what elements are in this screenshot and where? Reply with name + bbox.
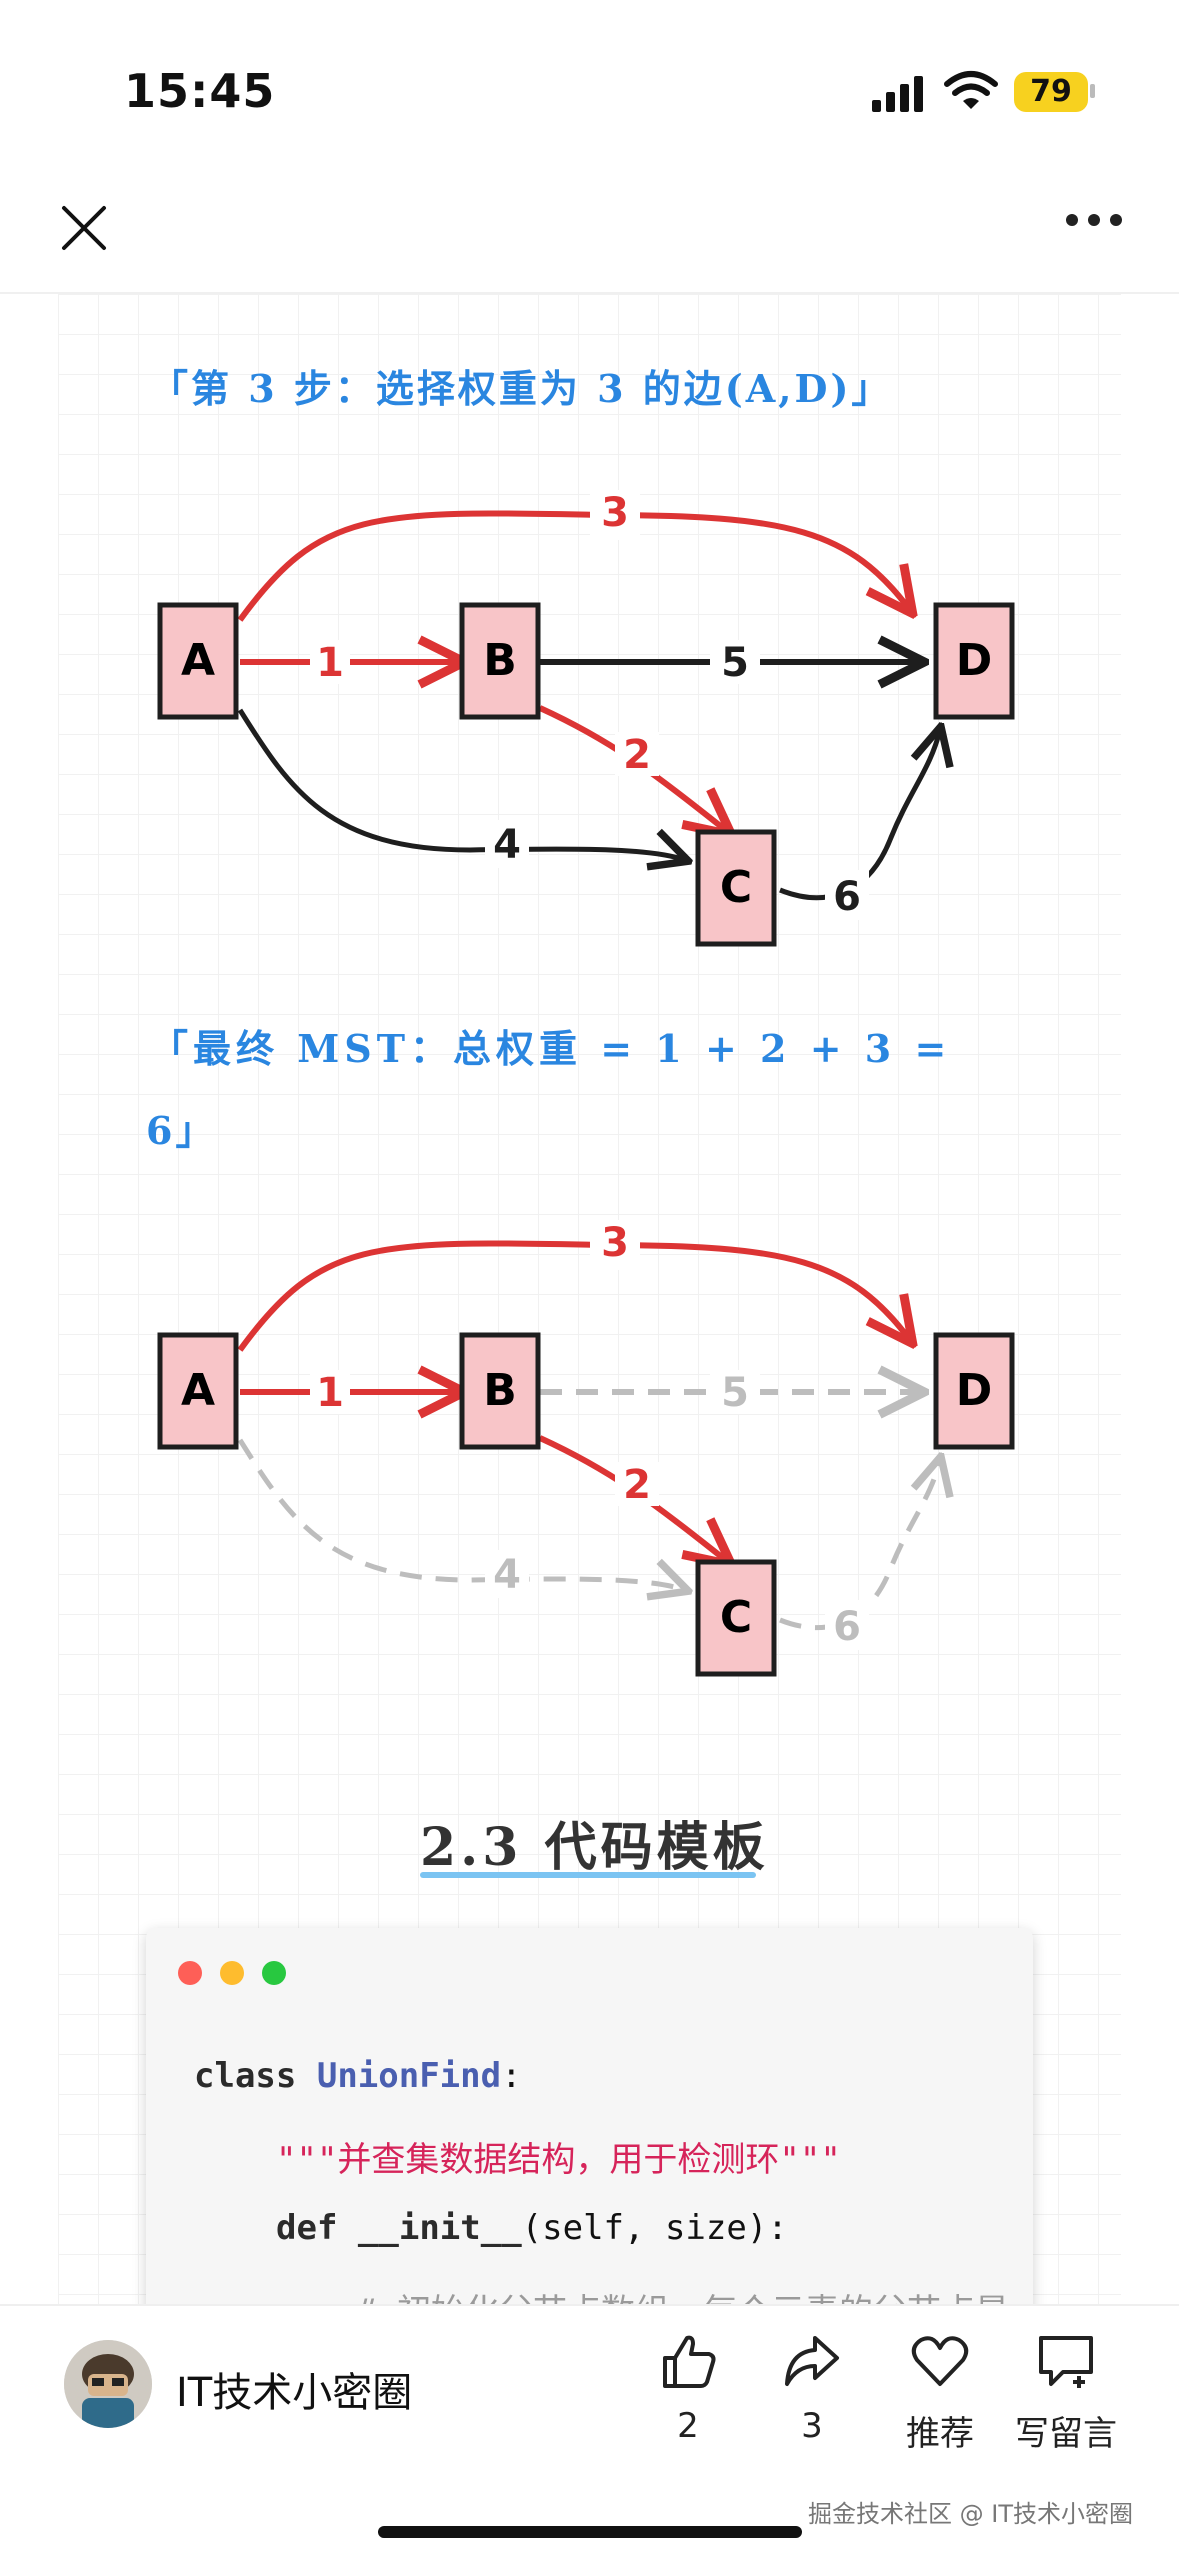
edge-weight-a-c: 4 (493, 822, 521, 868)
edge-weight-b-d: 5 (721, 640, 749, 686)
nav-divider (0, 292, 1179, 294)
code-line: def __init__(self, size): (276, 2208, 788, 2248)
recommend-label: 推荐 (906, 2414, 974, 2454)
window-maximize-dot (262, 1961, 286, 1985)
section-title: 2.3 代码模板 (420, 1817, 769, 1878)
code-keyword: class (194, 2056, 297, 2096)
node-c: C (695, 1559, 777, 1677)
code-class-name: UnionFind (316, 2056, 502, 2096)
edge-a-d (237, 1240, 910, 1352)
edge-c-d (779, 1460, 940, 1631)
code-function-name: __init__ (357, 2208, 522, 2248)
node-a: A (157, 1332, 239, 1450)
cellular-signal-icon (872, 76, 923, 112)
battery-indicator: 79 (1014, 72, 1088, 112)
window-close-dot (178, 1961, 202, 1985)
status-time: 15:45 (124, 64, 276, 118)
edge-weight-a-d: 3 (601, 1220, 629, 1266)
close-icon[interactable] (56, 200, 112, 256)
code-keyword: def (276, 2208, 338, 2248)
watermark: 掘金技术社区 @ IT技术小密圈 (808, 2500, 1133, 2528)
window-minimize-dot (220, 1961, 244, 1985)
svg-text:A: A (181, 635, 215, 686)
comment-button[interactable]: 写留言 (1006, 2330, 1126, 2455)
share-icon (785, 2336, 839, 2386)
svg-text:B: B (483, 635, 517, 686)
edge-a-c (237, 708, 685, 860)
edge-weight-b-c: 2 (623, 732, 651, 778)
share-count: 3 (801, 2406, 823, 2446)
edge-c-d (779, 730, 940, 901)
recommend-button[interactable]: 推荐 (880, 2330, 1000, 2455)
code-punct: : (501, 2056, 522, 2096)
edge-weight-a-b: 1 (316, 1370, 344, 1416)
node-b: B (459, 602, 541, 720)
result-caption-line1: 「最终 MST：总权重 = 1 + 2 + 3 = (150, 1026, 952, 1071)
svg-text:B: B (483, 1365, 517, 1416)
section-title-underline (420, 1872, 756, 1878)
battery-cap (1090, 84, 1095, 98)
share-button[interactable]: 3 (752, 2330, 872, 2446)
like-count: 2 (677, 2406, 699, 2446)
author-name[interactable]: IT技术小密圈 (176, 2370, 413, 2416)
graph-diagram-final-mst: 3 1 5 2 4 6 A B C D (157, 1220, 1015, 1677)
node-d: D (933, 602, 1015, 720)
node-a: A (157, 602, 239, 720)
like-button[interactable]: 2 (628, 2330, 748, 2446)
node-c: C (695, 829, 777, 947)
node-b: B (459, 1332, 541, 1450)
edge-a-c (237, 1438, 685, 1590)
edge-weight-b-d: 5 (721, 1370, 749, 1416)
bottom-action-bar (0, 2304, 1179, 2566)
svg-text:A: A (181, 1365, 215, 1416)
edge-weight-c-d: 6 (833, 874, 861, 920)
wifi-icon (944, 71, 998, 109)
result-caption-line2: 6」 (146, 1108, 217, 1153)
edge-weight-c-d: 6 (833, 1604, 861, 1650)
avatar[interactable] (64, 2340, 152, 2428)
thumbs-up-icon (663, 2335, 716, 2388)
comment-label: 写留言 (1015, 2414, 1117, 2454)
step-caption: 「第 3 步：选择权重为 3 的边(A,D)」 (150, 366, 893, 411)
svg-text:D: D (956, 635, 993, 686)
code-args: (self, size): (521, 2208, 788, 2248)
edge-weight-a-b: 1 (316, 640, 344, 686)
code-docstring: """并查集数据结构，用于检测环""" (276, 2140, 841, 2180)
more-horizontal-icon[interactable] (1065, 213, 1123, 227)
comment-icon (1039, 2336, 1093, 2388)
edge-a-d (237, 510, 910, 622)
svg-text:C: C (720, 862, 752, 913)
heart-icon (911, 2336, 969, 2386)
svg-text:C: C (720, 1592, 752, 1643)
home-indicator[interactable] (378, 2526, 802, 2538)
code-line: class UnionFind: (194, 2056, 522, 2096)
edge-weight-a-c: 4 (493, 1552, 521, 1598)
edge-weight-a-d: 3 (601, 490, 629, 536)
node-d: D (933, 1332, 1015, 1450)
avatar-image (64, 2340, 152, 2428)
graph-diagram-step3: 3 1 5 2 4 6 A B C D (157, 490, 1015, 947)
code-block: class UnionFind: """并查集数据结构，用于检测环""" def… (146, 1928, 1033, 2348)
svg-text:D: D (956, 1365, 993, 1416)
edge-weight-b-c: 2 (623, 1462, 651, 1508)
